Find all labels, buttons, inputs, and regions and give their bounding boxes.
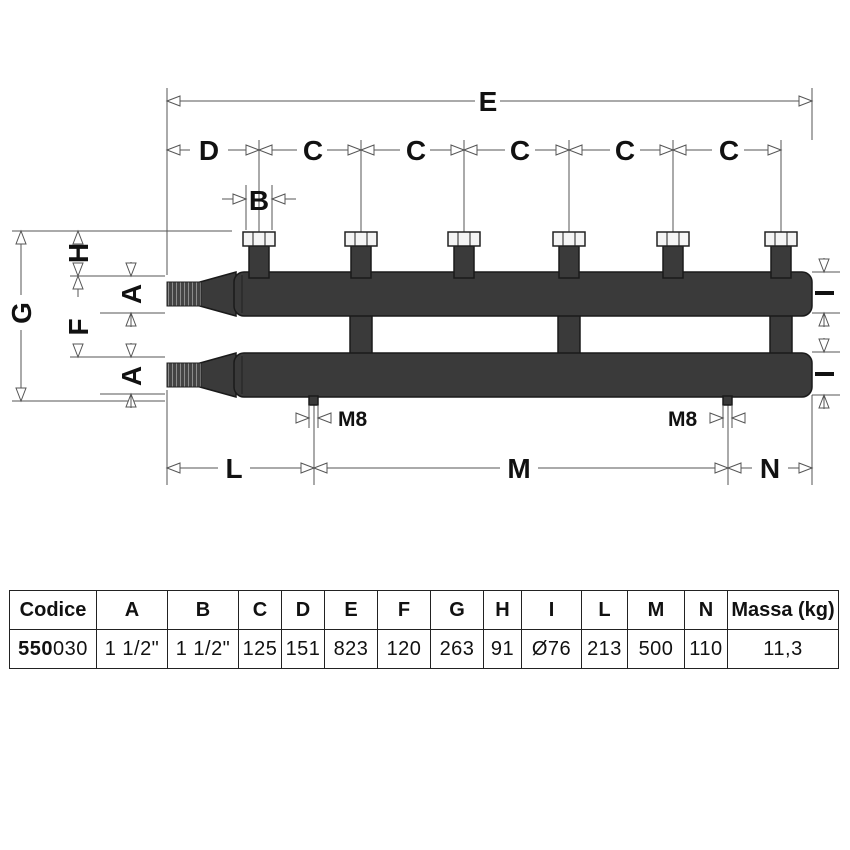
label-h: H xyxy=(63,243,94,263)
outlet-5 xyxy=(662,245,684,279)
nut-1 xyxy=(242,231,276,247)
dimension-b: B xyxy=(222,185,296,230)
header-c: C xyxy=(238,590,282,630)
header-massa: Massa (kg) xyxy=(727,590,839,630)
dimension-h-f: H F xyxy=(63,229,94,359)
label-n: N xyxy=(760,453,780,484)
header-h: H xyxy=(483,590,522,630)
header-i: I xyxy=(521,590,582,630)
label-d: D xyxy=(199,135,219,166)
dimension-g: G xyxy=(6,229,37,403)
cell-f: 120 xyxy=(377,629,431,669)
cell-l: 213 xyxy=(581,629,628,669)
label-c-2: C xyxy=(406,135,426,166)
spec-table: Codice A B C D E F G H I L M N Massa (kg… xyxy=(9,590,839,669)
code-prefix: 550 xyxy=(18,637,53,660)
header-a: A xyxy=(96,590,168,630)
label-f: F xyxy=(63,318,94,335)
bracket-right xyxy=(722,395,733,406)
label-c-3: C xyxy=(510,135,530,166)
label-c-4: C xyxy=(615,135,635,166)
label-i-top: I xyxy=(809,289,840,297)
dimension-chain-d-c: D C C C C C xyxy=(165,135,783,166)
manifold-body xyxy=(166,271,813,406)
label-i-bottom: I xyxy=(809,370,840,378)
dimension-i-top: I xyxy=(809,258,840,327)
label-c-5: C xyxy=(719,135,739,166)
dimension-a-top: A xyxy=(116,262,147,327)
header-g: G xyxy=(430,590,484,630)
outlet-1 xyxy=(248,245,270,279)
nut-4 xyxy=(552,231,586,247)
nut-5 xyxy=(656,231,690,247)
label-m: M xyxy=(507,453,530,484)
header-f: F xyxy=(377,590,431,630)
upper-thread xyxy=(166,281,202,307)
label-m8-left: M8 xyxy=(338,408,367,431)
header-d: D xyxy=(281,590,325,630)
lower-taper xyxy=(199,352,237,398)
dimension-chain-l-m-n: L M N xyxy=(165,453,814,484)
label-c-1: C xyxy=(303,135,323,166)
lower-header xyxy=(233,352,813,398)
dimension-e: E xyxy=(165,86,814,117)
header-n: N xyxy=(684,590,728,630)
upper-taper xyxy=(199,271,237,317)
dimension-a-bottom: A xyxy=(116,343,147,408)
cell-i: Ø76 xyxy=(521,629,582,669)
label-e: E xyxy=(479,86,498,117)
nut-6 xyxy=(764,231,798,247)
outlet-6 xyxy=(770,245,792,279)
label-b: B xyxy=(249,185,269,216)
label-m8-right: M8 xyxy=(668,408,697,431)
cell-b: 1 1/2" xyxy=(167,629,239,669)
nut-3 xyxy=(447,231,481,247)
lower-thread xyxy=(166,362,202,388)
bracket-left xyxy=(308,395,319,406)
cell-a: 1 1/2" xyxy=(96,629,168,669)
table-header-row: Codice A B C D E F G H I L M N Massa (kg… xyxy=(9,590,839,630)
header-codice: Codice xyxy=(9,590,97,630)
extension-lines xyxy=(12,88,840,485)
cell-g: 263 xyxy=(430,629,484,669)
cell-n: 110 xyxy=(684,629,728,669)
m8-left: M8 xyxy=(295,405,367,431)
outlet-3 xyxy=(453,245,475,279)
code-suffix: 030 xyxy=(53,637,88,660)
nut-2 xyxy=(344,231,378,247)
cell-codice: 550030 xyxy=(9,629,97,669)
cell-h: 91 xyxy=(483,629,522,669)
label-a-bottom: A xyxy=(116,366,147,386)
header-m: M xyxy=(627,590,685,630)
label-a-top: A xyxy=(116,284,147,304)
cell-e: 823 xyxy=(324,629,378,669)
cell-m: 500 xyxy=(627,629,685,669)
label-l: L xyxy=(225,453,242,484)
header-e: E xyxy=(324,590,378,630)
cell-massa: 11,3 xyxy=(727,629,839,669)
header-l: L xyxy=(581,590,628,630)
cell-d: 151 xyxy=(281,629,325,669)
header-b: B xyxy=(167,590,239,630)
outlets xyxy=(242,231,798,279)
dimension-i-bottom: I xyxy=(809,338,840,409)
cell-c: 125 xyxy=(238,629,282,669)
upper-header xyxy=(233,271,813,317)
m8-right: M8 xyxy=(668,405,746,431)
outlet-2 xyxy=(350,245,372,279)
table-row: 550030 1 1/2" 1 1/2" 125 151 823 120 263… xyxy=(9,629,839,669)
outlet-4 xyxy=(558,245,580,279)
label-g: G xyxy=(6,302,37,324)
